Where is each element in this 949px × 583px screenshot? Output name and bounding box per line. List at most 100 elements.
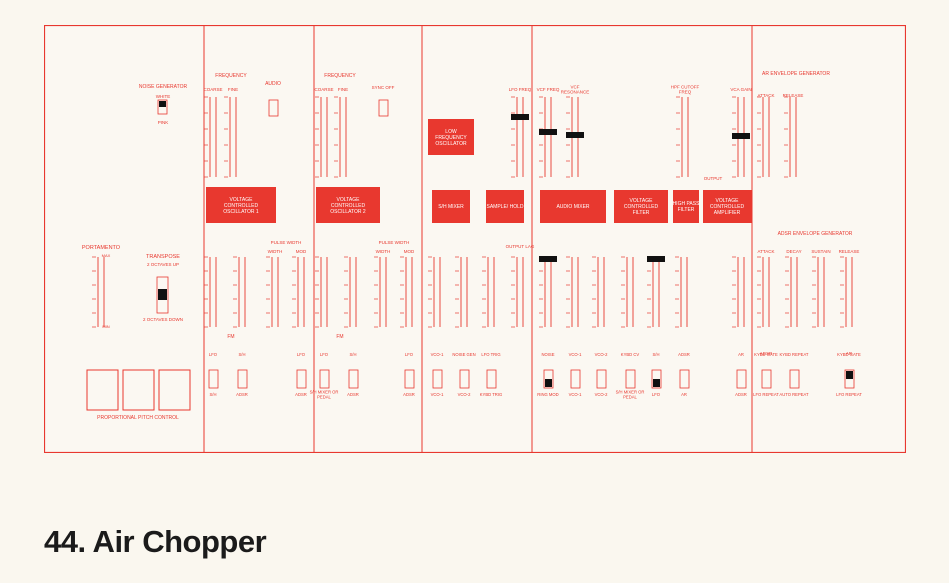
ar-switch-group-label: AR bbox=[846, 351, 853, 356]
switch-top-label-lfo: LFO bbox=[320, 352, 329, 357]
adsr-attack-slider[interactable] bbox=[757, 256, 770, 328]
switch-top-label-lfo_trig: LFO TRIG bbox=[481, 352, 500, 357]
bottom-switch-12[interactable] bbox=[596, 369, 607, 389]
ar-attack-slider[interactable] bbox=[757, 96, 770, 178]
vco1-fm-label: FM bbox=[227, 334, 234, 340]
slider-label-coarse: COARSE bbox=[314, 87, 333, 92]
bottom-switch-10[interactable] bbox=[543, 369, 554, 389]
module-label-audio_mixer: AUDIO MIXER bbox=[556, 204, 589, 210]
lower-slider-9[interactable] bbox=[428, 256, 441, 328]
bottom-switch-5[interactable] bbox=[348, 369, 359, 389]
vco2-fine-slider[interactable] bbox=[334, 96, 347, 178]
portamento-max-label: MAX bbox=[102, 253, 111, 258]
bottom-switch-3[interactable] bbox=[296, 369, 307, 389]
mixer-vco2-slider[interactable] bbox=[592, 256, 605, 328]
lower-slider-2[interactable] bbox=[233, 256, 246, 328]
module-headers: FREQUENCY AUDIO FREQUENCY SYNC OFF AR EN… bbox=[215, 71, 853, 340]
ppc-pad-right[interactable] bbox=[158, 369, 191, 411]
switch-bottom-label-vco1: VCO-1 bbox=[569, 392, 582, 397]
module-label-sample_hold: SAMPLE/ HOLD bbox=[487, 204, 524, 210]
bottom-switch-1[interactable] bbox=[208, 369, 219, 389]
vcf-freq-slider[interactable] bbox=[539, 96, 557, 178]
pink-label: PINK bbox=[158, 120, 169, 125]
lower-slider-5[interactable] bbox=[315, 256, 328, 328]
two-octaves-up-label: 2 OCTAVES UP bbox=[147, 262, 179, 267]
vcf-kybd-slider[interactable] bbox=[621, 256, 634, 328]
vco2-box bbox=[316, 187, 380, 223]
transpose-switch[interactable] bbox=[156, 276, 169, 314]
adsr-release-slider[interactable] bbox=[840, 256, 853, 328]
vco2-coarse-slider[interactable] bbox=[315, 96, 328, 178]
portamento-slider[interactable] bbox=[92, 256, 105, 328]
vco1-coarse-slider[interactable] bbox=[204, 96, 217, 178]
vcf-sh-slider[interactable] bbox=[647, 256, 665, 328]
vco2-sync-label: SYNC OFF bbox=[372, 85, 395, 90]
mixer-vco1-slider[interactable] bbox=[566, 256, 579, 328]
switch-top-label-kybd_repeat: KYBD REPEAT bbox=[779, 352, 808, 357]
slider-label-decay: DECAY bbox=[786, 249, 801, 254]
switch-bottom-label-vco2: VCO-2 bbox=[458, 392, 471, 397]
vco1-audio-switch[interactable] bbox=[268, 99, 279, 117]
switch-bottom-label-sh: S/H bbox=[210, 392, 217, 397]
lfo-box bbox=[428, 119, 474, 155]
lower-slider-6[interactable] bbox=[344, 256, 357, 328]
bottom-switch-7[interactable] bbox=[432, 369, 443, 389]
bottom-switch-18[interactable] bbox=[789, 369, 800, 389]
bottom-switch-17[interactable] bbox=[761, 369, 772, 389]
vco2-sync-switch[interactable] bbox=[378, 99, 389, 117]
bottom-switch-2[interactable] bbox=[237, 369, 248, 389]
vcf-res-slider[interactable] bbox=[566, 96, 584, 178]
slider-label-sustain: SUSTAIN bbox=[811, 249, 830, 254]
lower-slider-12[interactable] bbox=[511, 256, 524, 328]
switch-top-label-sh: S/H bbox=[653, 352, 660, 357]
hpf-cutoff-slider[interactable] bbox=[676, 96, 689, 178]
adsr-sustain-slider[interactable] bbox=[812, 256, 825, 328]
switch-top-label-sh: S/H bbox=[350, 352, 357, 357]
lower-slider-11[interactable] bbox=[482, 256, 495, 328]
lower-slider-7[interactable] bbox=[374, 256, 387, 328]
switch-bottom-label-adsr: ADSR bbox=[295, 392, 307, 397]
vca-ar-slider[interactable] bbox=[732, 256, 745, 328]
slider-label-mod: MOD bbox=[296, 249, 307, 254]
lower-slider-4[interactable] bbox=[292, 256, 305, 328]
noise-switch-knob bbox=[159, 101, 166, 107]
portamento-label: PORTAMENTO bbox=[82, 245, 121, 251]
bottom-switch-16[interactable] bbox=[736, 369, 747, 389]
adsr-decay-slider[interactable] bbox=[785, 256, 798, 328]
bottom-switch-14[interactable] bbox=[651, 369, 662, 389]
bottom-switch-13[interactable] bbox=[625, 369, 636, 389]
vco1-fine-slider[interactable] bbox=[224, 96, 237, 178]
bottom-switch-15[interactable] bbox=[679, 369, 690, 389]
lower-slider-3[interactable] bbox=[266, 256, 279, 328]
vcf-adsr-slider[interactable] bbox=[675, 256, 688, 328]
lower-slider-8[interactable] bbox=[400, 256, 413, 328]
vco1-box bbox=[206, 187, 276, 223]
ar-release-slider[interactable] bbox=[784, 96, 797, 178]
switch-bottom-label-lfo_repeat: LFO REPEAT bbox=[836, 392, 862, 397]
lfo-freq-slider[interactable] bbox=[511, 96, 529, 178]
ppc-label: PROPORTIONAL PITCH CONTROL bbox=[97, 415, 179, 421]
bottom-switch-4[interactable] bbox=[319, 369, 330, 389]
bottom-switch-6[interactable] bbox=[404, 369, 415, 389]
noise-generator-switch[interactable] bbox=[157, 99, 168, 115]
bottom-switch-19[interactable] bbox=[844, 369, 855, 389]
vca-gain-slider[interactable] bbox=[732, 96, 750, 178]
switch-bottom-label-auto_repeat: AUTO REPEAT bbox=[779, 392, 809, 397]
switch-top-label-sh: S/H bbox=[239, 352, 246, 357]
lower-slider-1[interactable] bbox=[204, 256, 217, 328]
lower-slider-10[interactable] bbox=[455, 256, 468, 328]
ppc-pad-left[interactable] bbox=[86, 369, 119, 411]
bottom-switch-9[interactable] bbox=[486, 369, 497, 389]
mixer-noise-slider[interactable] bbox=[539, 256, 557, 328]
bottom-switch-11[interactable] bbox=[570, 369, 581, 389]
vca-output-label: OUTPUT bbox=[704, 176, 723, 181]
switch-top-label-lfo: LFO bbox=[297, 352, 306, 357]
switch-top-label-vco1: VCO-1 bbox=[431, 352, 444, 357]
page-caption: 44. Air Chopper bbox=[44, 524, 267, 559]
ppc-pad-center[interactable] bbox=[122, 369, 155, 411]
switch-bottom-label-ar: AR bbox=[681, 392, 687, 397]
bottom-switch-8[interactable] bbox=[459, 369, 470, 389]
